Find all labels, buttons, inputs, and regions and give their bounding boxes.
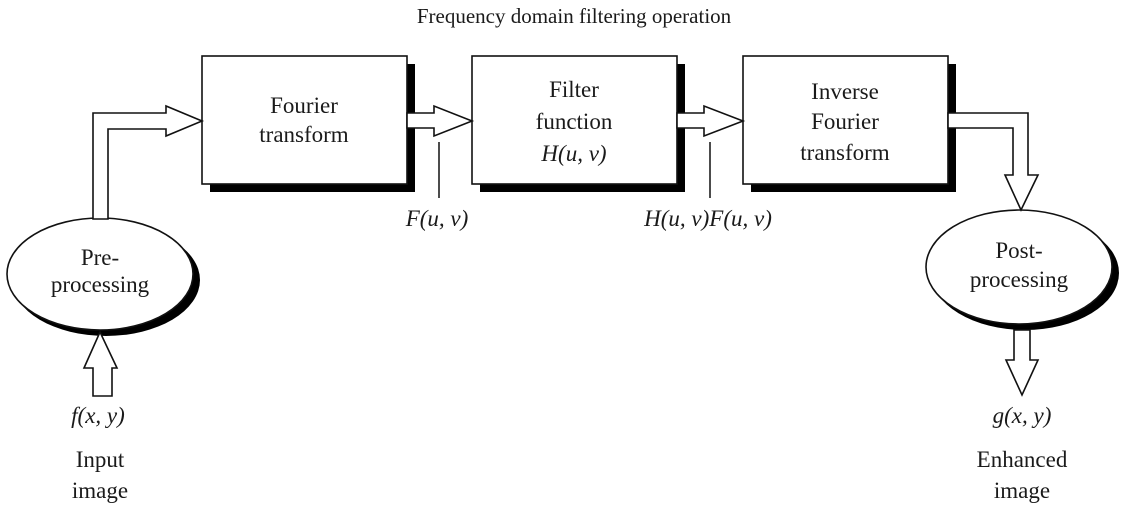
filter-label-line1: Filter bbox=[549, 77, 599, 102]
preprocessing-label-line1: Pre- bbox=[81, 245, 119, 270]
postprocessing-label-line2: processing bbox=[970, 267, 1069, 292]
inverse-label-line3: transform bbox=[800, 140, 890, 165]
input-caption-line1: Input bbox=[76, 447, 125, 472]
filter-label-line3: H(u, v) bbox=[540, 141, 606, 166]
postprocessing-block: Post- processing bbox=[925, 209, 1119, 330]
inverse-fourier-block: Inverse Fourier transform bbox=[742, 55, 956, 192]
postprocessing-ellipse bbox=[925, 209, 1113, 325]
diagram-title: Frequency domain filtering operation bbox=[417, 4, 732, 28]
preprocessing-to-fourier-arrow bbox=[92, 104, 205, 220]
fourier-to-filter-arrow bbox=[406, 104, 475, 138]
filter-label-line2: function bbox=[536, 109, 613, 134]
filter-output-label: H(u, v)F(u, v) bbox=[643, 206, 772, 231]
postprocessing-to-output-arrow bbox=[1004, 329, 1040, 397]
fourier-output-label: F(u, v) bbox=[405, 206, 469, 231]
inverse-label-line2: Fourier bbox=[811, 109, 879, 134]
fourier-label-line1: Fourier bbox=[270, 93, 338, 118]
input-function-label: f(x, y) bbox=[71, 403, 125, 428]
inverse-box bbox=[742, 55, 949, 185]
fourier-box bbox=[201, 55, 408, 185]
postprocessing-label-line1: Post- bbox=[995, 238, 1042, 263]
input-to-preprocessing-arrow bbox=[82, 330, 119, 397]
filter-to-inverse-arrow bbox=[676, 104, 746, 138]
output-function-label: g(x, y) bbox=[993, 403, 1052, 428]
fourier-label-line2: transform bbox=[259, 122, 349, 147]
inverse-label-line1: Inverse bbox=[811, 79, 879, 104]
filter-box bbox=[471, 55, 678, 185]
preprocessing-label-line2: processing bbox=[51, 272, 150, 297]
output-caption-line2: image bbox=[994, 478, 1050, 503]
filter-function-block: Filter function H(u, v) bbox=[471, 55, 685, 192]
input-caption-line2: image bbox=[72, 478, 128, 503]
preprocessing-block: Pre- processing bbox=[6, 217, 200, 336]
inverse-to-postprocessing-arrow bbox=[947, 112, 1040, 212]
output-caption-line1: Enhanced bbox=[977, 447, 1068, 472]
fourier-transform-block: Fourier transform bbox=[201, 55, 415, 192]
